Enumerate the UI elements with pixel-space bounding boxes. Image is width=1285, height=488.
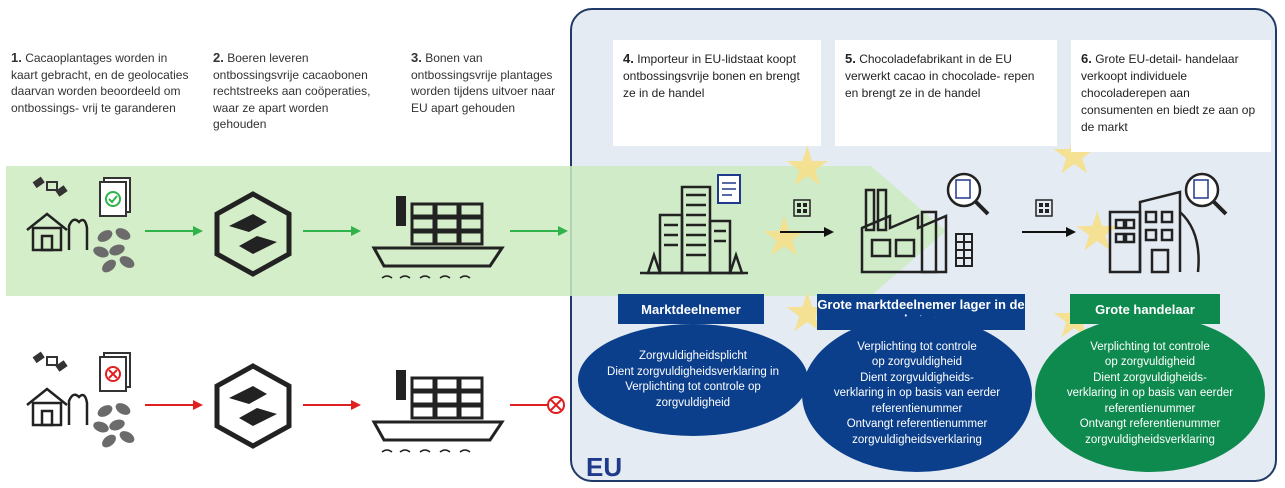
magnifier-document-icon bbox=[1184, 172, 1228, 216]
handshake-icon bbox=[214, 191, 292, 277]
satellite-icon bbox=[32, 351, 68, 372]
office-building-icon bbox=[640, 174, 748, 275]
farm-icon bbox=[26, 387, 89, 427]
role-label-grote-handelaar: Grote handelaar bbox=[1070, 294, 1220, 324]
flow-arrow-green bbox=[510, 226, 568, 236]
chocolate-bar-icon bbox=[955, 233, 973, 267]
step-1-text: 1. Cacaoplantages worden in kaart gebrac… bbox=[11, 50, 189, 115]
qr-code-icon bbox=[793, 199, 811, 217]
cocoa-beans-icon bbox=[93, 228, 135, 273]
qr-code-icon bbox=[1035, 199, 1053, 217]
magnifier-document-icon bbox=[946, 172, 990, 216]
cargo-ship-icon bbox=[371, 370, 505, 453]
flow-arrow-black bbox=[1022, 199, 1076, 237]
step-5-box: 5. Chocoladefabrikant in de EU verwerkt … bbox=[835, 40, 1057, 146]
document-check-icon bbox=[99, 177, 131, 217]
step-2-text: 2. Boeren leveren ontbossingsvrije cacao… bbox=[213, 50, 371, 131]
flow-arrow-red bbox=[303, 400, 361, 410]
flow-arrow-red-blocked bbox=[510, 396, 565, 414]
step-3-text: 3. Bonen van ontbossingsvrije plantages … bbox=[411, 50, 556, 115]
retail-building-icon bbox=[1108, 172, 1228, 274]
flow-arrow-green bbox=[145, 226, 203, 236]
plantation-cluster-rejected bbox=[26, 351, 135, 448]
obligations-marktdeelnemer: Zorgvuldigheidsplicht Dient zorgvuldighe… bbox=[578, 324, 808, 436]
document-pen-icon bbox=[717, 174, 741, 204]
star-icon: ★ bbox=[1073, 202, 1122, 262]
cargo-ship-icon bbox=[371, 196, 505, 279]
flow-arrow-black bbox=[780, 199, 834, 237]
star-icon: ★ bbox=[760, 207, 809, 267]
flow-arrow-green bbox=[303, 226, 361, 236]
flow-arrow-red bbox=[145, 400, 203, 410]
document-reject-icon bbox=[99, 352, 131, 392]
handshake-icon bbox=[214, 363, 292, 449]
reject-circle-icon bbox=[547, 396, 565, 414]
role-label-marktdeelnemer: Marktdeelnemer bbox=[618, 294, 764, 324]
factory-icon bbox=[860, 172, 990, 274]
plantation-cluster-approved bbox=[26, 176, 135, 273]
satellite-icon bbox=[32, 176, 68, 197]
obligations-grote-marktdeelnemer: Verplichting tot controle op zorgvuldigh… bbox=[802, 316, 1032, 472]
farm-icon bbox=[26, 212, 89, 252]
step-6-box: 6. Grote EU-detail- handelaar verkoopt i… bbox=[1071, 40, 1271, 152]
obligations-grote-handelaar: Verplichting tot controle op zorgvuldigh… bbox=[1035, 316, 1265, 472]
star-icon: ★ bbox=[783, 137, 832, 197]
step-4-box: 4. Importeur in EU-lidstaat koopt ontbos… bbox=[613, 40, 821, 146]
cocoa-beans-icon bbox=[93, 403, 135, 448]
eu-label: EU bbox=[586, 452, 623, 482]
